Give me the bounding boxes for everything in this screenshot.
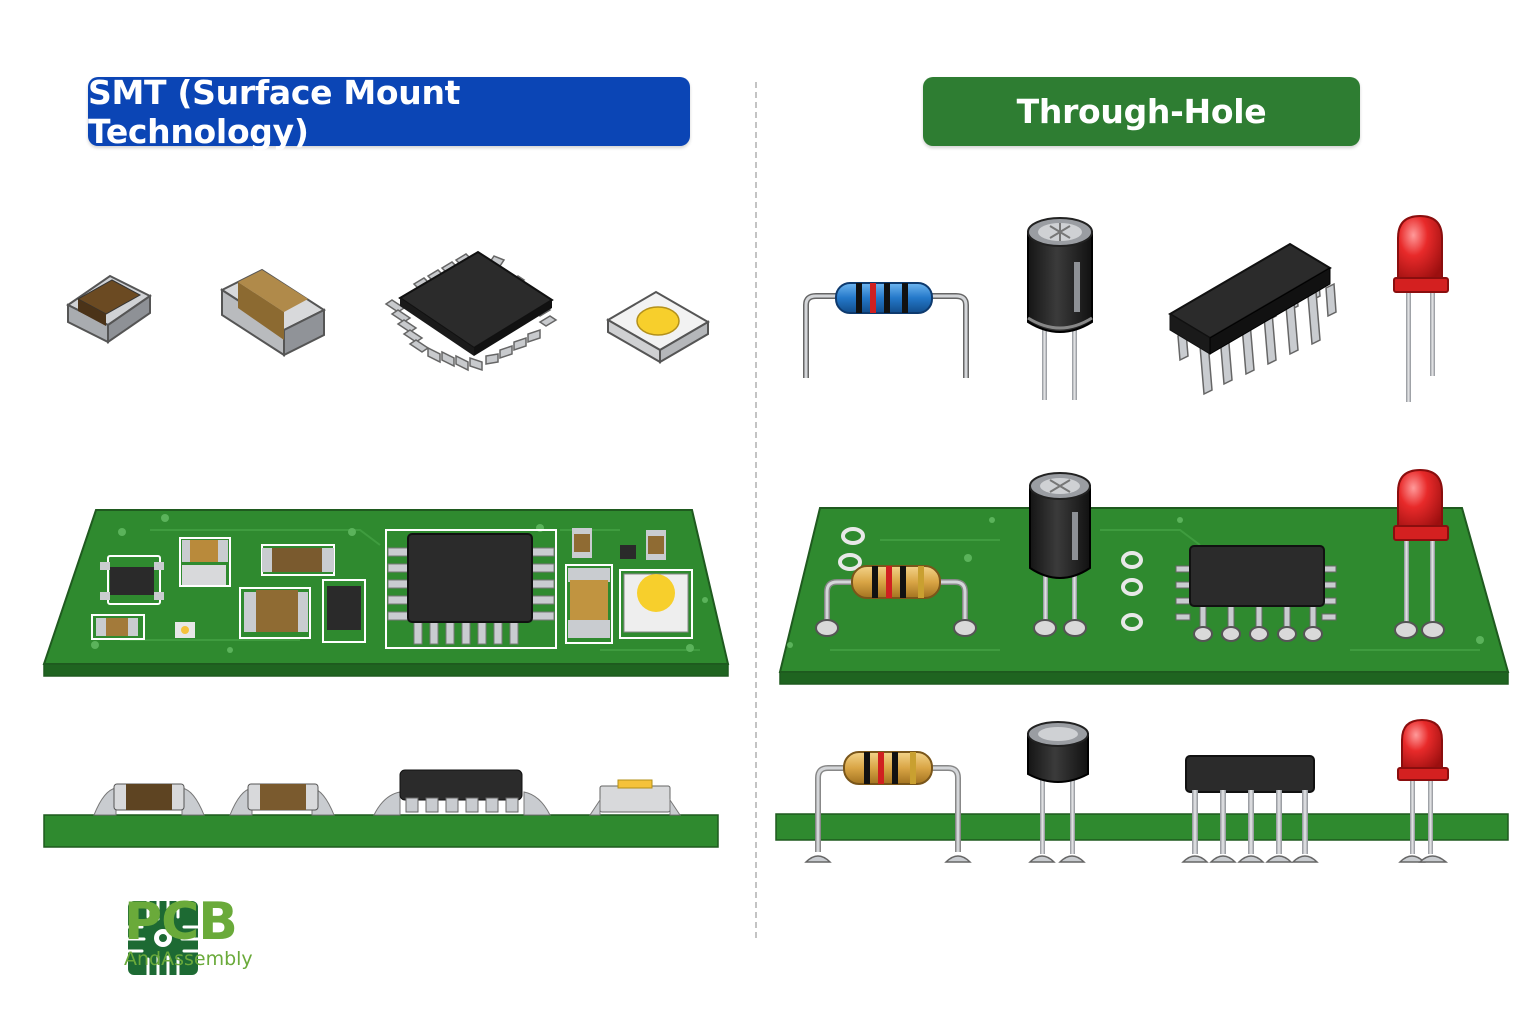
- logo-main-text: PCB: [124, 892, 238, 952]
- smd-capacitor-icon: [219, 268, 327, 357]
- electrolytic-capacitor-icon: [1027, 217, 1093, 400]
- smd-resistor-icon: [66, 274, 152, 344]
- through-hole-side-view: [775, 718, 1509, 863]
- through-hole-led-icon: [1393, 214, 1449, 402]
- logo-sub-text: AndAssembly: [124, 948, 253, 970]
- smd-led-icon: [606, 290, 710, 364]
- section-divider: [755, 82, 757, 938]
- logo-wordmark: PCB AndAssembly: [124, 896, 253, 969]
- smt-header: SMT (Surface Mount Technology): [88, 73, 690, 151]
- dip-ic-icon: [1168, 242, 1337, 396]
- axial-resistor-icon: [803, 282, 969, 378]
- smt-pcb-board: [42, 509, 730, 677]
- pcb-logo-icon: [126, 899, 200, 977]
- through-hole-header: Through-Hole: [923, 77, 1360, 146]
- qfp-chip-icon: [384, 250, 558, 372]
- smt-side-view: [43, 769, 719, 848]
- through-hole-pcb-board: [778, 468, 1510, 685]
